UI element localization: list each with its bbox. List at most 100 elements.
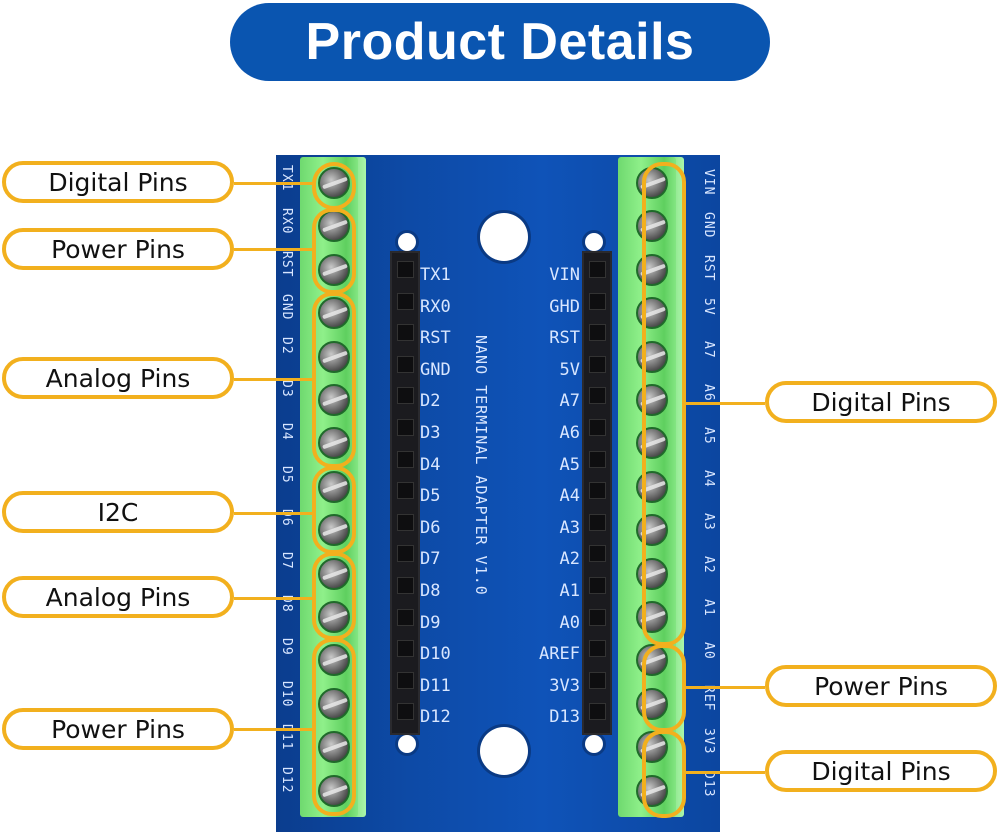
- edge-pin-label: A7: [701, 341, 716, 359]
- pin-label: A6: [559, 423, 580, 443]
- callout-label: Digital Pins: [811, 756, 951, 786]
- header-socket: [397, 387, 414, 405]
- edge-pin-label: D7: [279, 552, 294, 570]
- callout-label: Analog Pins: [45, 582, 191, 612]
- edge-pin-label: A2: [701, 556, 716, 574]
- edge-pin-label: D12: [279, 767, 294, 794]
- leader-line: [685, 402, 765, 405]
- pin-label: D6: [420, 517, 441, 538]
- callout-label: Digital Pins: [48, 167, 188, 197]
- pin-label: D3: [420, 423, 441, 443]
- title-banner: Product Details: [230, 3, 770, 81]
- pin-label: RST: [549, 328, 580, 349]
- edge-pin-label: REF: [701, 685, 716, 712]
- terminal-screw: [318, 384, 350, 416]
- callout-label: Power Pins: [51, 234, 185, 264]
- callout-left-analog-pins-2: Analog Pins: [2, 576, 234, 618]
- terminal-screw: [318, 340, 350, 373]
- pin-label: GND: [420, 359, 451, 380]
- callout-right-digital-pins-2: Digital Pins: [765, 750, 997, 792]
- pin-label: 3V3: [549, 675, 580, 696]
- edge-pin-label: A6: [701, 384, 716, 402]
- callout-label: Digital Pins: [811, 387, 951, 417]
- edge-pin-label: A4: [701, 470, 716, 488]
- pin-label: D8: [420, 581, 441, 601]
- header-socket: [589, 482, 606, 500]
- header-socket: [589, 261, 606, 278]
- pin-label: D11: [420, 675, 451, 696]
- small-hole-top-right: [585, 233, 603, 251]
- terminal-screw: [318, 731, 350, 764]
- pin-label: A0: [559, 612, 580, 633]
- callout-label: Power Pins: [814, 671, 948, 701]
- callout-label: I2C: [97, 497, 139, 527]
- edge-pin-label: RST: [279, 251, 294, 278]
- left-pin-header: [390, 251, 420, 735]
- edge-pin-label: D4: [279, 423, 294, 441]
- terminal-screw: [636, 210, 668, 243]
- header-socket: [589, 703, 606, 721]
- group-ring-right-digital-2: [642, 730, 686, 818]
- callout-left-i2c: I2C: [2, 491, 234, 533]
- mounting-hole-top: [480, 213, 528, 261]
- terminal-screw: [636, 297, 668, 330]
- header-socket: [397, 450, 414, 468]
- leader-line: [234, 728, 314, 731]
- terminal-screw: [636, 557, 668, 590]
- edge-pin-label: VIN: [701, 169, 716, 196]
- edge-pin-label: D2: [279, 337, 294, 355]
- header-socket: [397, 324, 414, 342]
- board-name: NANO TERMINAL ADAPTER V1.0: [472, 335, 490, 596]
- edge-pin-label: 3V3: [701, 728, 716, 755]
- edge-pin-label: D9: [279, 638, 294, 656]
- leader-line: [234, 512, 314, 515]
- group-ring-left-digital: [312, 162, 356, 210]
- header-socket: [589, 450, 606, 468]
- terminal-screw: [636, 774, 668, 807]
- edge-pin-label: A3: [701, 513, 716, 531]
- edge-pin-label: D5: [279, 466, 294, 484]
- edge-pin-label: GND: [279, 294, 294, 321]
- header-socket: [589, 640, 606, 658]
- pin-label: D5: [420, 486, 441, 507]
- small-hole-top-left: [398, 233, 416, 251]
- header-socket: [397, 292, 414, 310]
- pin-label: D10: [420, 644, 451, 665]
- terminal-screw: [636, 253, 668, 286]
- edge-pin-label: A0: [701, 642, 716, 660]
- leader-line: [685, 771, 765, 774]
- pin-label: 5V: [559, 359, 580, 380]
- terminal-screw: [636, 384, 668, 416]
- callout-left-analog-pins: Analog Pins: [2, 357, 234, 399]
- group-ring-left-power-2: [312, 638, 356, 816]
- edge-pin-label: RX0: [279, 208, 294, 235]
- header-socket: [589, 577, 606, 594]
- header-socket: [397, 671, 414, 689]
- pin-label: A5: [559, 454, 580, 475]
- group-ring-right-power: [642, 644, 686, 732]
- terminal-screw: [318, 687, 350, 720]
- terminal-screw: [636, 470, 668, 503]
- pin-label: TX1: [420, 265, 451, 285]
- header-socket: [397, 703, 414, 721]
- pin-label: A4: [559, 486, 580, 507]
- right-pin-header: [582, 251, 612, 735]
- group-ring-left-power: [312, 208, 356, 294]
- header-socket: [397, 355, 414, 373]
- edge-pin-label: RST: [701, 255, 716, 282]
- edge-pin-label: D13: [701, 771, 716, 798]
- header-socket: [397, 419, 414, 436]
- terminal-screw: [636, 514, 668, 547]
- leader-line: [234, 597, 314, 600]
- edge-pin-label: D3: [279, 380, 294, 398]
- pin-label: D4: [420, 454, 441, 475]
- group-ring-left-analog: [312, 292, 356, 468]
- terminal-screw: [636, 427, 668, 460]
- pin-label: VIN: [549, 265, 580, 285]
- callout-right-power-pins: Power Pins: [765, 665, 997, 707]
- pin-label: A2: [559, 549, 580, 570]
- header-socket: [589, 355, 606, 373]
- pin-label: GHD: [549, 296, 580, 317]
- pin-label: RX0: [420, 296, 451, 317]
